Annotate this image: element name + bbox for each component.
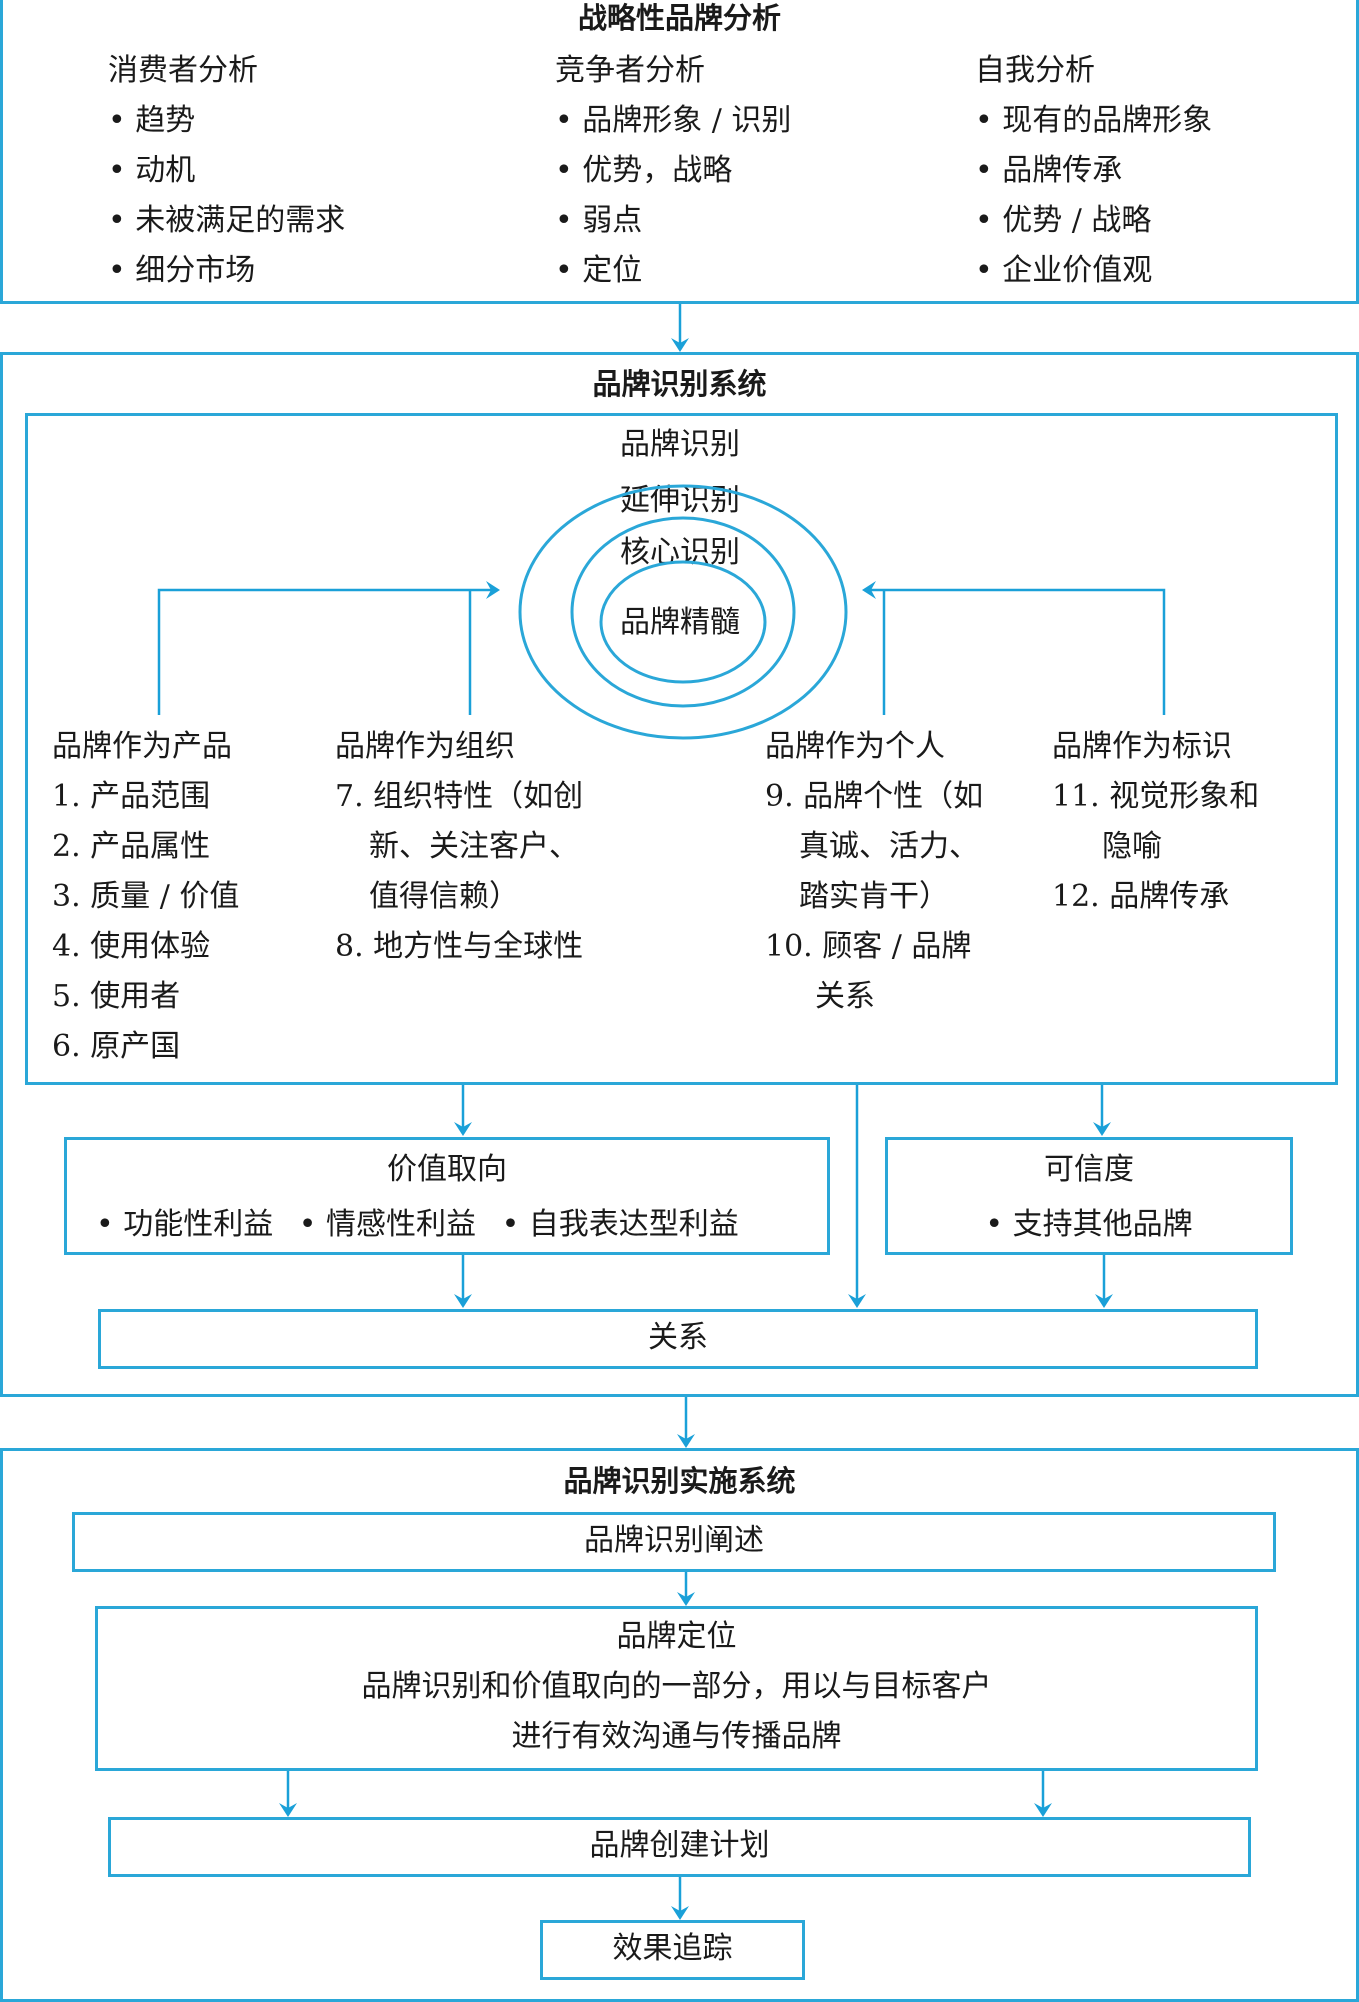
- positioning-box: [95, 1606, 1258, 1771]
- value-item: 情感性利益: [299, 1207, 476, 1242]
- self-item: 品牌传承: [975, 146, 1212, 196]
- extended-identity-label: 延伸识别: [620, 483, 740, 518]
- identity-elaboration-label: 品牌识别阐述: [584, 1523, 764, 1558]
- strategic-analysis-section: [0, 0, 1359, 304]
- symbol-line: 隐喻: [1102, 829, 1162, 864]
- credibility-items: 支持其他品牌: [885, 1200, 1293, 1250]
- symbol-line: 12. 品牌传承: [1052, 879, 1230, 914]
- self-item: 现有的品牌形象: [975, 96, 1212, 146]
- core-identity-label: 核心识别: [620, 535, 740, 570]
- organization-line: 新、关注客户、: [369, 829, 579, 864]
- building-program-box: [108, 1817, 1251, 1877]
- strategic-analysis-title: 战略性品牌分析: [577, 1, 781, 35]
- consumer-item: 未被满足的需求: [108, 196, 345, 246]
- product-line: 4. 使用体验: [52, 929, 211, 964]
- identity-system-title: 品牌识别系统: [592, 367, 767, 401]
- symbol-line: 11. 视觉形象和: [1052, 779, 1260, 814]
- brand-as-organization: 品牌作为组织 7. 组织特性（如创 新、关注客户、 值得信赖） 8. 地方性与全…: [335, 722, 583, 972]
- competitor-analysis-heading: 竞争者分析: [555, 53, 705, 88]
- consumer-item: 趋势: [108, 96, 345, 146]
- identity-system-section: [0, 352, 1359, 1397]
- brand-as-person-heading: 品牌作为个人: [765, 729, 945, 764]
- product-line: 1. 产品范围: [52, 779, 211, 814]
- brand-as-product: 品牌作为产品 1. 产品范围 2. 产品属性 3. 质量 / 价值 4. 使用体…: [52, 722, 239, 1072]
- value-proposition-heading: 价值取向: [387, 1152, 507, 1187]
- organization-line: 8. 地方性与全球性: [335, 929, 584, 964]
- credibility-box: [885, 1137, 1293, 1255]
- person-line: 9. 品牌个性（如: [765, 779, 984, 814]
- credibility-heading: 可信度: [1044, 1152, 1134, 1187]
- competitor-analysis-list: 竞争者分析 品牌形象 / 识别 优势，战略 弱点 定位: [555, 46, 791, 296]
- brand-as-product-heading: 品牌作为产品: [52, 729, 232, 764]
- person-line: 踏实肯干）: [799, 879, 949, 914]
- building-program-label: 品牌创建计划: [589, 1828, 770, 1863]
- value-proposition-items: 功能性利益 情感性利益 自我表达型利益: [96, 1200, 739, 1250]
- consumer-item: 细分市场: [108, 246, 345, 296]
- competitor-item: 品牌形象 / 识别: [555, 96, 791, 146]
- person-line: 10. 顾客 / 品牌: [765, 929, 972, 964]
- positioning-heading: 品牌定位: [616, 1619, 737, 1654]
- value-proposition-box: [64, 1137, 830, 1255]
- identity-inner-box: [25, 413, 1338, 1085]
- self-analysis-heading: 自我分析: [975, 53, 1095, 88]
- person-line: 真诚、活力、: [799, 829, 979, 864]
- consumer-analysis-list: 消费者分析 趋势 动机 未被满足的需求 细分市场: [108, 46, 345, 296]
- self-item: 企业价值观: [975, 246, 1212, 296]
- self-item: 优势 / 战略: [975, 196, 1212, 246]
- product-line: 5. 使用者: [52, 979, 181, 1014]
- self-analysis-list: 自我分析 现有的品牌形象 品牌传承 优势 / 战略 企业价值观: [975, 46, 1212, 296]
- competitor-item: 定位: [555, 246, 791, 296]
- positioning-line-2: 进行有效沟通与传播品牌: [511, 1719, 842, 1754]
- person-line: 关系: [815, 979, 875, 1014]
- value-item: 功能性利益: [96, 1207, 273, 1242]
- credibility-item: 支持其他品牌: [985, 1207, 1192, 1242]
- brand-as-symbol-heading: 品牌作为标识: [1052, 729, 1232, 764]
- competitor-item: 弱点: [555, 196, 791, 246]
- tracking-label: 效果追踪: [612, 1931, 733, 1966]
- relationship-box: [98, 1309, 1258, 1369]
- tracking-box: [540, 1920, 805, 1980]
- implementation-system-section: [0, 1448, 1359, 2002]
- consumer-item: 动机: [108, 146, 345, 196]
- identity-elaboration-box: [72, 1512, 1276, 1572]
- implementation-system-title: 品牌识别实施系统: [563, 1464, 796, 1498]
- brand-as-person: 品牌作为个人 9. 品牌个性（如 真诚、活力、 踏实肯干） 10. 顾客 / 品…: [765, 722, 983, 1022]
- consumer-analysis-heading: 消费者分析: [108, 53, 258, 88]
- brand-essence-label: 品牌精髓: [620, 605, 740, 640]
- competitor-item: 优势，战略: [555, 146, 791, 196]
- organization-line: 7. 组织特性（如创: [335, 779, 584, 814]
- value-item: 自我表达型利益: [502, 1207, 739, 1242]
- brand-as-symbol: 品牌作为标识 11. 视觉形象和 隐喻 12. 品牌传承: [1052, 722, 1259, 922]
- relationship-label: 关系: [648, 1320, 708, 1355]
- organization-line: 值得信赖）: [369, 879, 519, 914]
- product-line: 6. 原产国: [52, 1029, 181, 1064]
- product-line: 2. 产品属性: [52, 829, 211, 864]
- brand-identity-label: 品牌识别: [620, 427, 740, 462]
- brand-as-organization-heading: 品牌作为组织: [335, 729, 515, 764]
- product-line: 3. 质量 / 价值: [52, 879, 240, 914]
- positioning-line-1: 品牌识别和价值取向的一部分，用以与目标客户: [361, 1669, 992, 1704]
